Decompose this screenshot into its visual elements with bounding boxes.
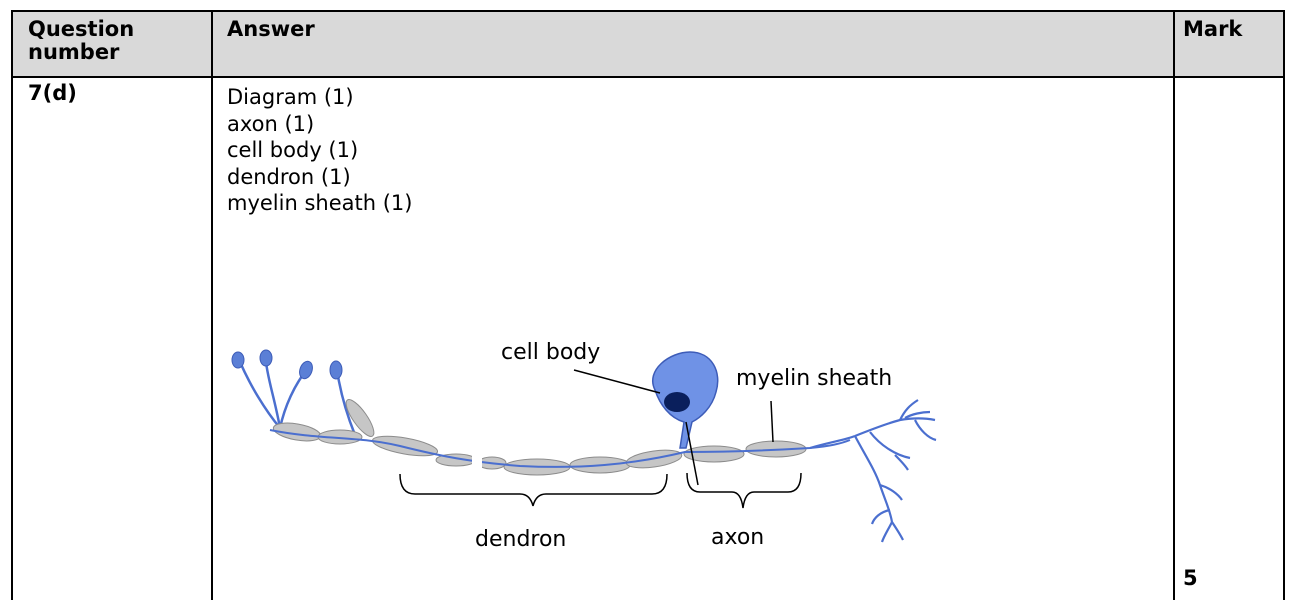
label-myelin-sheath: myelin sheath — [736, 366, 892, 391]
label-cell-body: cell body — [501, 340, 600, 365]
axon-brace — [687, 473, 801, 508]
dendrite-tips — [232, 350, 342, 381]
dendron-brace — [400, 474, 667, 506]
nucleus — [664, 392, 690, 412]
label-axon: axon — [711, 525, 764, 550]
myelin-segments — [272, 396, 806, 475]
axon-terminal-branches — [810, 400, 936, 542]
cell-body-pointer — [574, 370, 660, 393]
fibre-break — [472, 452, 482, 472]
label-dendron: dendron — [475, 527, 566, 552]
myelin-pointer — [771, 401, 773, 442]
